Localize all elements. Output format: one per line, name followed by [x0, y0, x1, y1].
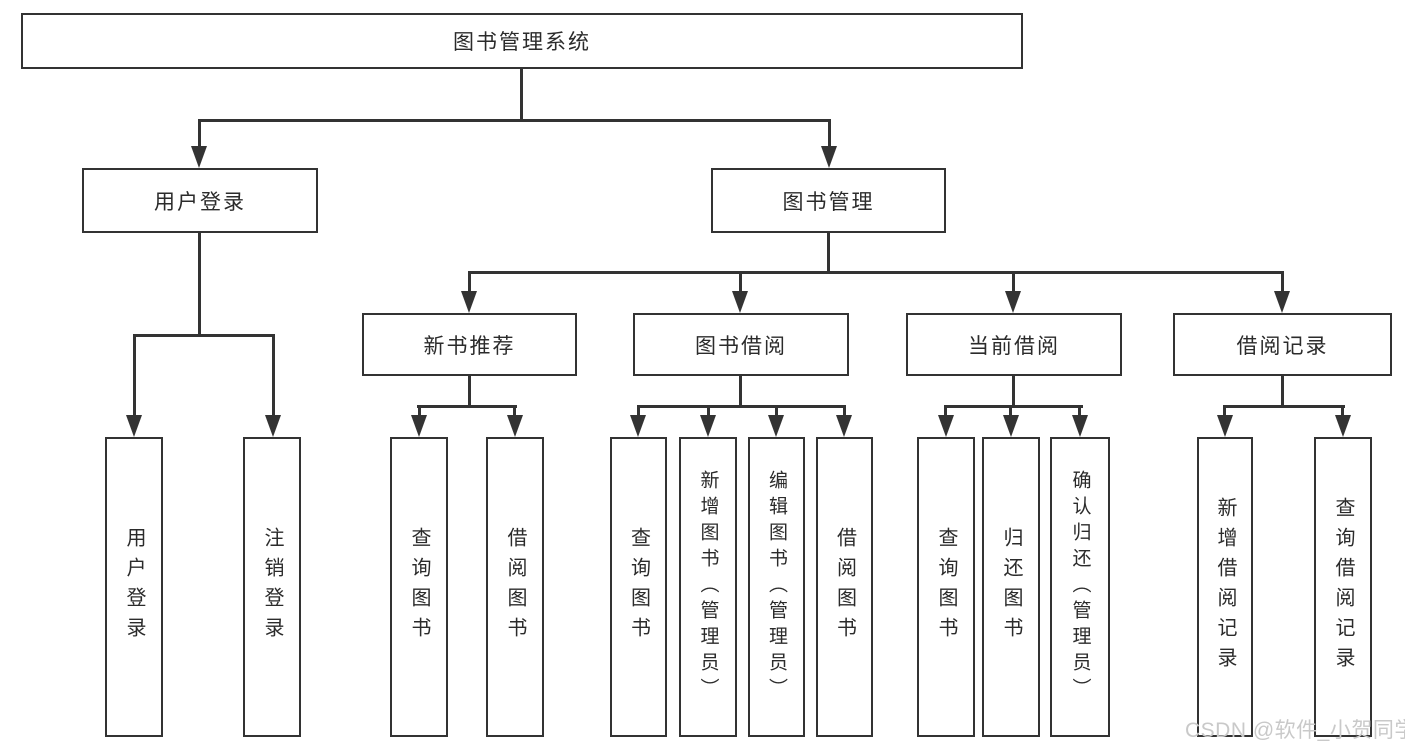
- arrow-down-icon: [821, 146, 837, 168]
- leaf-label: 新增借阅记录: [1214, 497, 1236, 677]
- node-label: 用户登录: [154, 190, 246, 214]
- arrow-down-icon: [1005, 291, 1021, 313]
- leaf-label: 查询借阅记录: [1332, 497, 1354, 677]
- node-label: 图书管理系统: [453, 31, 591, 54]
- connector-drop: [1223, 405, 1226, 417]
- arrow-down-icon: [732, 291, 748, 313]
- arrow-down-icon: [191, 146, 207, 168]
- leaf-add-borrow-record: 新增借阅记录: [1197, 437, 1253, 737]
- leaf-query-books: 查询图书: [917, 437, 975, 737]
- arrow-down-icon: [630, 415, 646, 437]
- node-current-borrowing: 当前借阅: [906, 313, 1122, 376]
- leaf-label: 注销登录: [261, 527, 283, 647]
- leaf-label: 查询图书: [627, 527, 650, 647]
- connector-drop-user-login: [198, 119, 201, 150]
- node-label: 新书推荐: [423, 334, 516, 358]
- connector-drop: [513, 405, 516, 417]
- connector-new-books-stem: [468, 376, 471, 408]
- connector-drop: [418, 405, 421, 417]
- connector-drop: [944, 405, 947, 417]
- connector-drop-login-leaf: [133, 334, 136, 417]
- leaf-user-login: 用户登录: [105, 437, 163, 737]
- node-library-management-system: 图书管理系统: [21, 13, 1023, 69]
- arrow-down-icon: [1335, 415, 1351, 437]
- connector-level3-rail: [468, 271, 1283, 274]
- leaf-label: 归还图书: [1000, 527, 1022, 647]
- arrow-down-icon: [411, 415, 427, 437]
- leaf-label: 确认归还（管理员）: [1069, 470, 1091, 704]
- connector-borrow-records-rail: [1223, 405, 1345, 408]
- leaf-label: 新增图书（管理员）: [697, 470, 719, 704]
- arrow-down-icon: [1217, 415, 1233, 437]
- leaf-query-books: 查询图书: [390, 437, 448, 737]
- arrow-down-icon: [1072, 415, 1088, 437]
- connector-current-borrowing-rail: [944, 405, 1083, 408]
- connector-drop: [1078, 405, 1081, 417]
- leaf-confirm-return-admin: 确认归还（管理员）: [1050, 437, 1110, 737]
- leaf-query-books: 查询图书: [610, 437, 667, 737]
- connector-drop: [1341, 405, 1344, 417]
- connector-book-management-stem: [827, 233, 830, 274]
- connector-user-login-stem: [198, 233, 201, 337]
- leaf-label: 借阅图书: [833, 527, 856, 647]
- leaf-label: 编辑图书（管理员）: [766, 470, 787, 704]
- connector-level2-rail: [198, 119, 831, 122]
- connector-drop-current-borrowing: [1012, 271, 1015, 293]
- connector-borrow-records-stem: [1281, 376, 1284, 408]
- connector-new-books-rail: [417, 405, 517, 408]
- node-new-book-recommend: 新书推荐: [362, 313, 577, 376]
- csdn-watermark: CSDN @软件_小贺同学: [1185, 719, 1405, 742]
- arrow-down-icon: [938, 415, 954, 437]
- leaf-return-books: 归还图书: [982, 437, 1040, 737]
- leaf-label: 查询图书: [408, 527, 430, 647]
- node-label: 借阅记录: [1236, 334, 1329, 358]
- connector-drop-logout-leaf: [272, 334, 275, 417]
- arrow-down-icon: [461, 291, 477, 313]
- arrow-down-icon: [265, 415, 281, 437]
- connector-drop: [775, 405, 778, 417]
- node-label: 当前借阅: [968, 334, 1060, 358]
- connector-drop: [843, 405, 846, 417]
- leaf-borrow-books: 借阅图书: [486, 437, 544, 737]
- connector-drop-book-management: [828, 119, 831, 150]
- connector-drop: [637, 405, 640, 417]
- leaf-logout: 注销登录: [243, 437, 301, 737]
- node-user-login: 用户登录: [82, 168, 318, 233]
- connector-user-login-rail: [133, 334, 275, 337]
- connector-drop-new-books: [468, 271, 471, 293]
- arrow-down-icon: [126, 415, 142, 437]
- arrow-down-icon: [768, 415, 784, 437]
- connector-root-stem: [520, 69, 523, 121]
- leaf-query-borrow-record: 查询借阅记录: [1314, 437, 1372, 737]
- connector-drop-borrow-records: [1281, 271, 1284, 293]
- connector-drop: [1009, 405, 1012, 417]
- leaf-label: 查询图书: [935, 527, 957, 647]
- leaf-label: 用户登录: [123, 527, 145, 647]
- node-label: 图书管理: [782, 190, 875, 214]
- arrow-down-icon: [1003, 415, 1019, 437]
- arrow-down-icon: [1274, 291, 1290, 313]
- leaf-add-books-admin: 新增图书（管理员）: [679, 437, 737, 737]
- arrow-down-icon: [700, 415, 716, 437]
- leaf-borrow-books: 借阅图书: [816, 437, 873, 737]
- node-book-management: 图书管理: [711, 168, 946, 233]
- connector-drop-book-borrowing: [739, 271, 742, 293]
- leaf-edit-books-admin: 编辑图书（管理员）: [748, 437, 805, 737]
- arrow-down-icon: [507, 415, 523, 437]
- connector-drop: [707, 405, 710, 417]
- node-book-borrowing: 图书借阅: [633, 313, 849, 376]
- connector-book-borrowing-rail: [637, 405, 846, 408]
- node-label: 图书借阅: [695, 334, 787, 358]
- connector-book-borrowing-stem: [739, 376, 742, 408]
- connector-current-borrowing-stem: [1012, 376, 1015, 408]
- arrow-down-icon: [836, 415, 852, 437]
- leaf-label: 借阅图书: [504, 527, 526, 647]
- node-borrow-records: 借阅记录: [1173, 313, 1392, 376]
